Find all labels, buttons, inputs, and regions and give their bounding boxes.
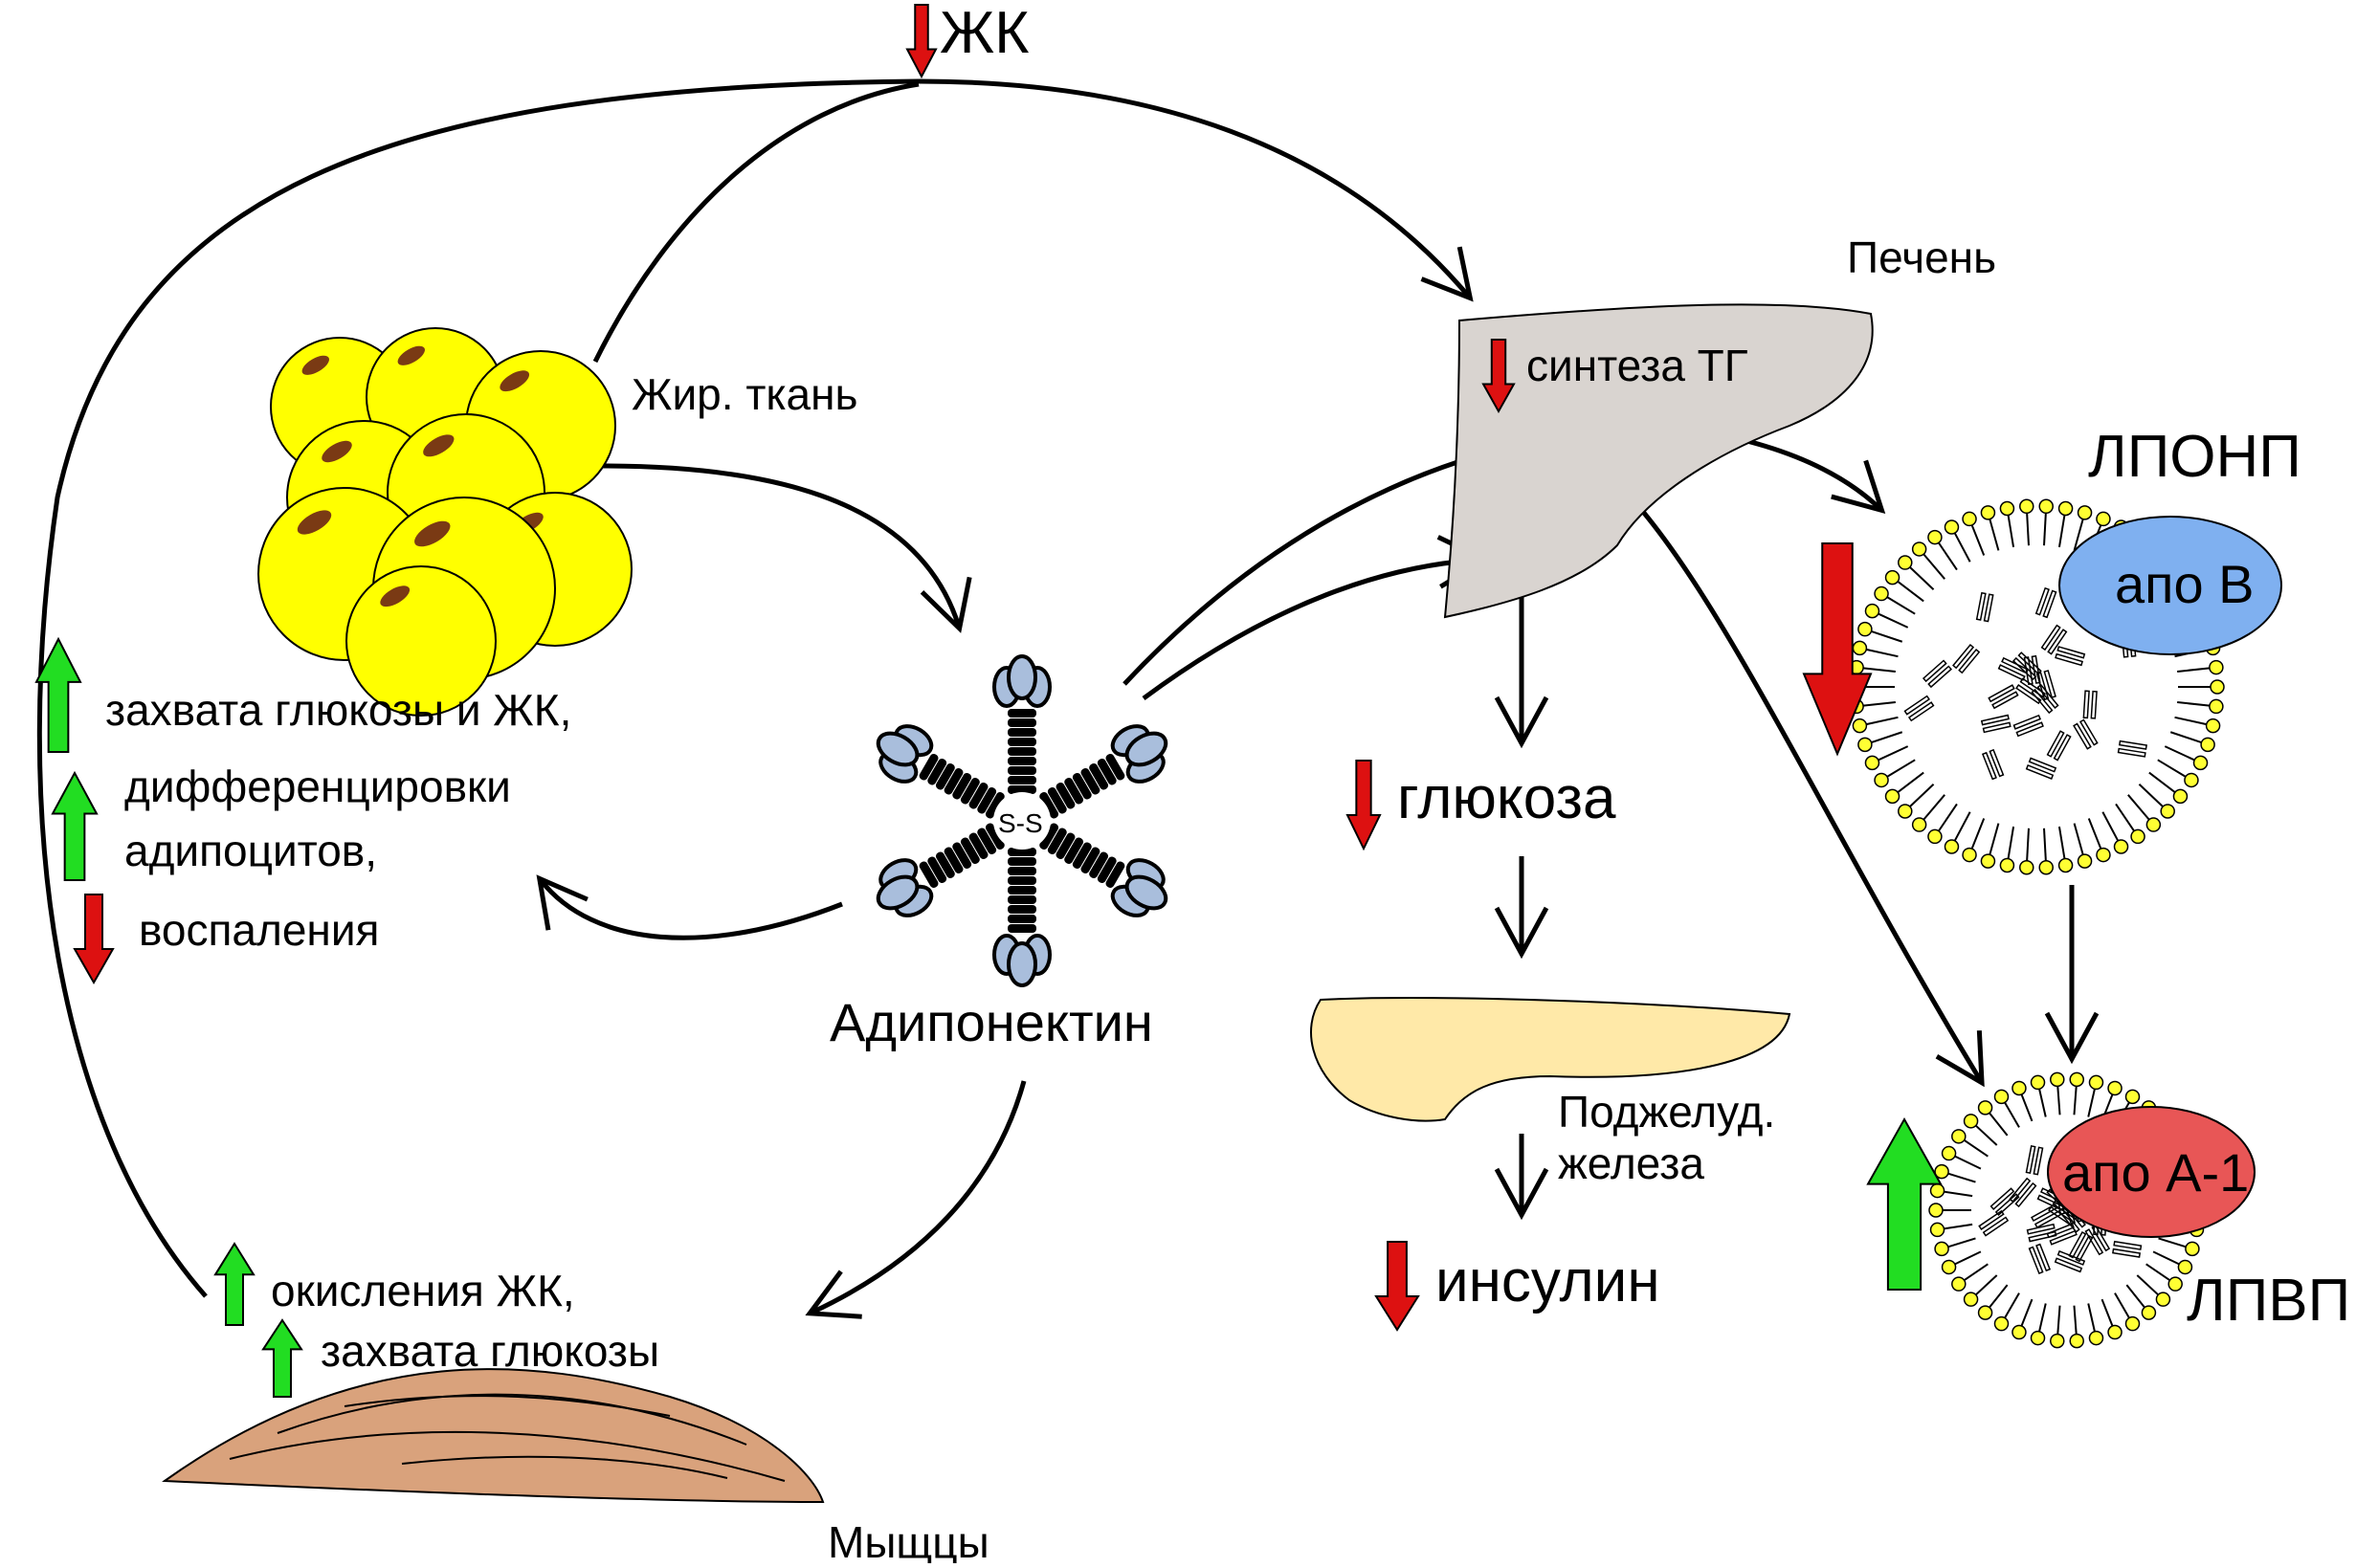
muscle-shape [162, 1368, 825, 1504]
down-arrow-icon [1802, 542, 1873, 757]
arrow-adiponectin-to-adipose-effects [536, 874, 843, 940]
apo-a1-ellipse [2047, 1106, 2256, 1238]
arrow-adipose-to-fa [592, 81, 920, 364]
arrow-adipose-to-adiponectin [552, 463, 972, 633]
label-insulin: инсулин [1435, 1248, 1660, 1314]
label-hdl: ЛПВП [2187, 1268, 2350, 1334]
up-arrow-icon [51, 770, 99, 881]
pancreas-shape [1310, 997, 1791, 1122]
down-arrow-icon [905, 4, 938, 79]
label-glucose-uptake: захвата глюкозы [321, 1326, 659, 1376]
label-tg-synthesis: синтеза ТГ [1526, 341, 1748, 390]
adiponectin-hexamer [876, 654, 1168, 987]
label-adipocytes: адипоцитов, [124, 826, 377, 875]
adipocyte [345, 565, 497, 717]
adiponectin-core [993, 792, 1051, 850]
label-inflammation: воспаления [139, 905, 379, 955]
label-pancreas-1: Поджелуд. [1558, 1087, 1775, 1137]
label-glucose: глюкоза [1397, 765, 1616, 831]
up-arrow-icon [1866, 1116, 1943, 1291]
liver-shape [1443, 303, 1874, 619]
label-uptake-glucose-fa: захвата глюкозы и ЖК, [105, 685, 571, 735]
label-vldl: ЛПОНП [2088, 424, 2301, 490]
arrow-muscle-to-fa [36, 78, 920, 1298]
label-adipose: Жир. ткань [632, 369, 857, 419]
label-fa-top: ЖК [940, 0, 1029, 66]
down-arrow-icon [1481, 339, 1516, 414]
flow-arrows [36, 78, 2100, 1319]
adiponectin-arm [992, 821, 1052, 987]
adiponectin-arm [1020, 818, 1168, 917]
label-liver: Печень [1847, 232, 1996, 282]
label-muscle: Мыщцы [828, 1517, 989, 1563]
arrow-adiponectin-to-liver-2 [1142, 535, 1491, 701]
adiponectin-arm [1020, 724, 1168, 824]
label-apo-a1: апо А-1 [2062, 1142, 2249, 1203]
down-arrow-icon [73, 894, 115, 985]
adipocyte-cluster [257, 327, 633, 717]
label-adiponectin: Адипонектин [830, 992, 1153, 1052]
label-pancreas-2: железа [1558, 1138, 1704, 1188]
up-arrow-icon [213, 1242, 256, 1326]
down-arrow-icon [1374, 1241, 1420, 1332]
down-arrow-icon [1345, 760, 1382, 851]
indicator-arrows [34, 4, 1943, 1398]
label-differentiation: дифференцировки [124, 762, 511, 811]
arrow-liver-to-hdl [1611, 476, 1985, 1088]
label-ss-bond: S-S [998, 808, 1043, 838]
label-apo-b: апо B [2115, 554, 2255, 614]
up-arrow-icon [34, 636, 82, 753]
apo-b-ellipse [2058, 516, 2282, 655]
arrow-adiponectin-to-muscle [805, 1080, 1027, 1319]
label-fa-oxidation: окисления ЖК, [271, 1266, 575, 1315]
up-arrow-icon [261, 1318, 303, 1398]
arrow-fa-to-liver [918, 78, 1474, 302]
vldl-particle [1848, 498, 2225, 875]
